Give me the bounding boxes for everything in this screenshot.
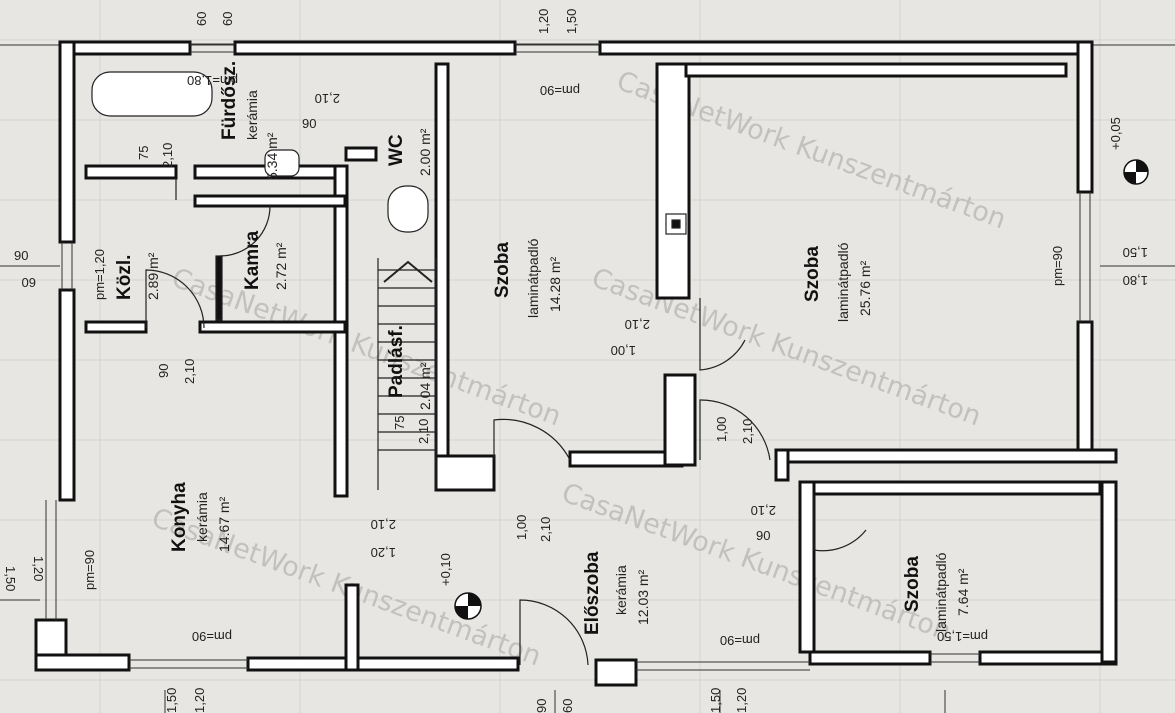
room-floor: kerámia: [244, 90, 260, 140]
dim-top-150: 1,50: [564, 9, 579, 34]
dim-bottom-pm90-b: pm=90: [720, 633, 760, 648]
dim-left-150: 1,50: [3, 566, 18, 591]
dimension-labels: 60 60 1,20 1,50 pm=1,80 pm=90 2,10 90 75…: [3, 9, 1148, 713]
room-padlasfeljaro: Padlásf. 2.04 m²: [386, 325, 433, 410]
room-kamra: Kamra 2.72 m²: [242, 230, 289, 290]
kamra-shelf: [215, 255, 223, 321]
sink: [264, 149, 300, 177]
dim-right-180: 1,80: [1123, 273, 1148, 288]
room-labels: Fürdősz. kerámia 5.34 m² WC 2.00 m² pm=1…: [92, 61, 971, 635]
room-eloszoba: Előszoba kerámia 12.03 m²: [582, 551, 651, 635]
room-szoba-1: Szoba laminátpadló 14.28 m²: [492, 238, 563, 318]
room-floor: laminátpadló: [525, 238, 541, 318]
dim-right-150: 1,50: [1123, 245, 1148, 260]
bathtub: [91, 71, 213, 117]
dim-stair-210: 2,10: [416, 419, 431, 444]
room-floor: laminátpadló: [835, 242, 851, 322]
dim-door2-210: 2,10: [740, 419, 755, 444]
room-area: 7.64 m²: [955, 568, 971, 616]
toilet: [387, 185, 429, 233]
level-markers: [454, 159, 1149, 620]
doors: [145, 178, 867, 666]
dim-kamra-210: 2,10: [182, 359, 197, 384]
room-szoba-2: Szoba laminátpadló 25.76 m²: [802, 242, 873, 322]
room-area: 25.76 m²: [857, 260, 873, 316]
room-name: Közl.: [114, 255, 135, 300]
dim-bot-150: 1,50: [164, 688, 179, 713]
room-wc: WC 2.00 m²: [386, 128, 433, 176]
room-name: Kamra: [242, 230, 263, 290]
dim-bot-120b: 1,20: [734, 688, 749, 713]
dim-left-pm90: pm=90: [82, 550, 97, 590]
room-konyha: Konyha kerámia 14.67 m²: [169, 482, 232, 552]
dim-door2-100: 1,00: [714, 417, 729, 442]
dim-top-120: 1,20: [536, 9, 551, 34]
room-note: pm=1,20: [92, 249, 107, 300]
watermark-5: CasaNetWork Kunszentmárton: [558, 477, 955, 647]
room-name: Konyha: [169, 482, 190, 552]
dim-hall-120: 1,20: [371, 545, 396, 560]
dim-bot-150b: 1,50: [708, 688, 723, 713]
room-floor: kerámia: [613, 565, 629, 615]
watermark-3: CasaNetWork Kunszentmárton: [588, 262, 985, 432]
room-area: 2.04 m²: [417, 362, 433, 410]
room-furdoszoba: Fürdősz. kerámia 5.34 m²: [219, 61, 280, 180]
room-name: Padlásf.: [386, 325, 407, 398]
room-name: Szoba: [802, 246, 823, 302]
dim-left-120: 1,20: [31, 556, 46, 581]
dim-pm90-top: pm=90: [540, 83, 580, 98]
dim-210-a: 2,10: [160, 143, 175, 168]
dim-level-center: +0,10: [438, 553, 453, 586]
dim-stair-75: 75: [392, 416, 407, 430]
room-name: Szoba: [492, 242, 513, 298]
dim-right-pm90: pm=90: [1050, 246, 1065, 286]
room-area: 2.89 m²: [145, 252, 161, 300]
room-szoba-3: Szoba laminátpadló 7.64 m²: [902, 552, 971, 632]
room-name: Előszoba: [582, 551, 603, 635]
room-area: 2.72 m²: [273, 242, 289, 290]
dim-bot-120: 1,20: [192, 688, 207, 713]
dim-bot-60: 60: [560, 699, 575, 713]
dim-75-a: 75: [136, 146, 151, 160]
room-name: Fürdősz.: [219, 61, 240, 140]
windows: [45, 43, 1091, 671]
dim-szoba-210: 2,10: [625, 317, 650, 332]
walls: [34, 40, 1118, 687]
dim-level-right: +0,05: [1108, 117, 1123, 150]
dim-left-90: 90: [14, 248, 28, 263]
dim-szoba-100: 1,00: [611, 343, 636, 358]
dim-bot-90: 90: [534, 699, 549, 713]
room-area: 14.67 m²: [216, 496, 232, 552]
dim-sz3-90: 90: [756, 528, 770, 543]
room-area: 2.00 m²: [417, 128, 433, 176]
staircase: [377, 258, 437, 490]
dim-kamra-90: 90: [156, 364, 171, 378]
fixtures: [91, 71, 687, 321]
dim-top-60a: 60: [194, 12, 209, 26]
room-name: WC: [386, 134, 407, 166]
room-floor: laminátpadló: [933, 552, 949, 632]
dim-door-100: 1,00: [514, 515, 529, 540]
room-floor: kerámia: [194, 492, 210, 542]
room-kozlekedo: pm=1,20 Közl. 2.89 m²: [92, 249, 161, 300]
dim-bottom-pm150: pm=1,50: [937, 629, 988, 644]
dim-top-60b: 60: [220, 12, 235, 26]
dim-hall-210: 2,10: [371, 517, 396, 532]
dim-sz3-210: 2,10: [751, 503, 776, 518]
dim-left-60: 60: [22, 275, 36, 290]
dim-bath-90: 90: [302, 116, 316, 131]
room-area: 5.34 m²: [264, 132, 280, 180]
room-area: 12.03 m²: [635, 569, 651, 625]
room-name: Szoba: [902, 556, 923, 612]
dim-bottom-pm90-a: pm=90: [192, 629, 232, 644]
dim-pm180: pm=1,80: [187, 73, 238, 88]
room-area: 14.28 m²: [547, 256, 563, 312]
dim-bath-210: 2,10: [315, 91, 340, 106]
dim-door-210: 2,10: [538, 517, 553, 542]
